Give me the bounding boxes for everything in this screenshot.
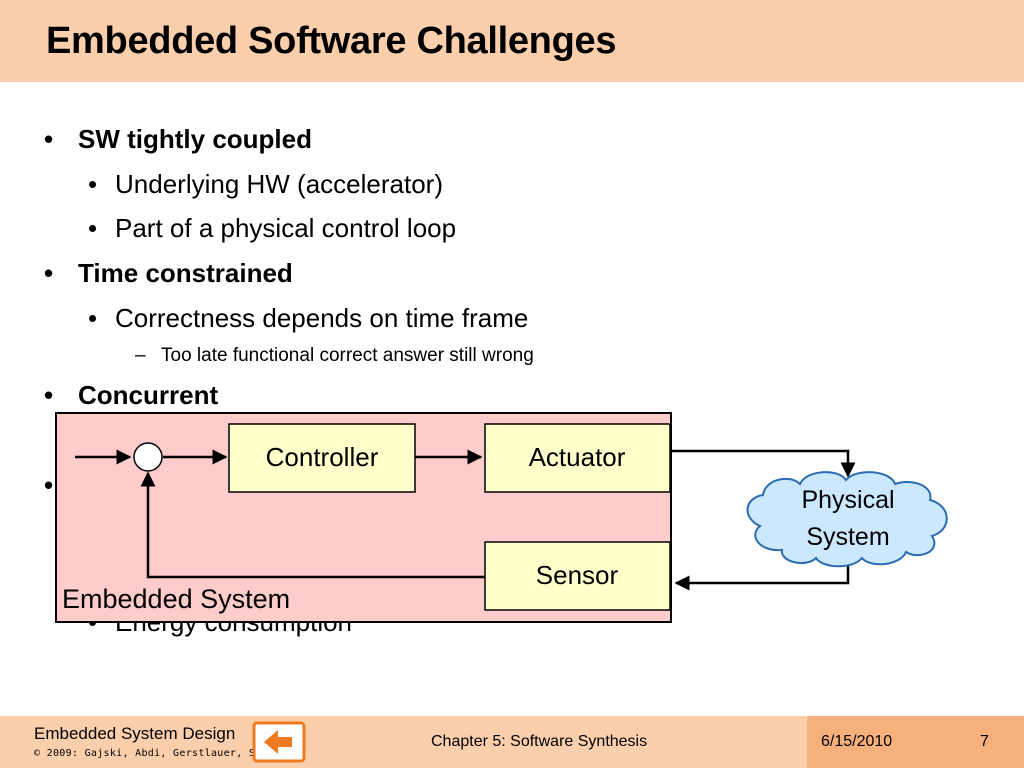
physical-label-line2: System bbox=[806, 523, 889, 551]
feedback-arrow bbox=[140, 471, 485, 579]
bullet-text: Underlying HW (accelerator) bbox=[115, 169, 443, 199]
bullet-text: Correctness depends on time frame bbox=[115, 303, 529, 333]
physical-to-sensor-arrow bbox=[674, 560, 850, 591]
slide-date: 6/15/2010 bbox=[821, 733, 893, 750]
slide-footer: Embedded System Design © 2009: Gajski, A… bbox=[0, 716, 1024, 768]
actuator-block bbox=[484, 423, 671, 493]
actuator-to-physical-arrow bbox=[671, 449, 856, 478]
bullet-text: Concurrent bbox=[78, 380, 219, 410]
chapter-title: Chapter 5: Software Synthesis bbox=[431, 733, 648, 750]
actuator-label: Actuator bbox=[529, 442, 626, 472]
sensor-block bbox=[484, 541, 671, 611]
controller-block bbox=[228, 423, 416, 493]
controller-label: Controller bbox=[266, 442, 379, 472]
summing-junction bbox=[133, 442, 163, 472]
slide-title: Embedded Software Challenges bbox=[46, 20, 617, 62]
embedded-system-label: Embedded System bbox=[62, 584, 290, 614]
course-title: Embedded System Design bbox=[34, 724, 236, 743]
page-number: 7 bbox=[980, 733, 989, 750]
back-arrow-logo-icon bbox=[252, 721, 306, 763]
sensor-label: Sensor bbox=[536, 560, 619, 590]
copyright-text: © 2009: Gajski, Abdi, Gerstlauer, Schirn… bbox=[34, 748, 300, 759]
physical-label-line1: Physical bbox=[801, 486, 894, 514]
footer-date-panel bbox=[807, 716, 1024, 768]
physical-system-cloud: Physical System bbox=[746, 471, 948, 568]
bullet-text: SW tightly coupled bbox=[78, 124, 312, 154]
bullet-text: Part of a physical control loop bbox=[115, 213, 457, 243]
bullet-text: Too late functional correct answer still… bbox=[161, 345, 534, 366]
bullet-text: Time constrained bbox=[78, 258, 293, 288]
slide-header: Embedded Software Challenges bbox=[0, 0, 1024, 82]
